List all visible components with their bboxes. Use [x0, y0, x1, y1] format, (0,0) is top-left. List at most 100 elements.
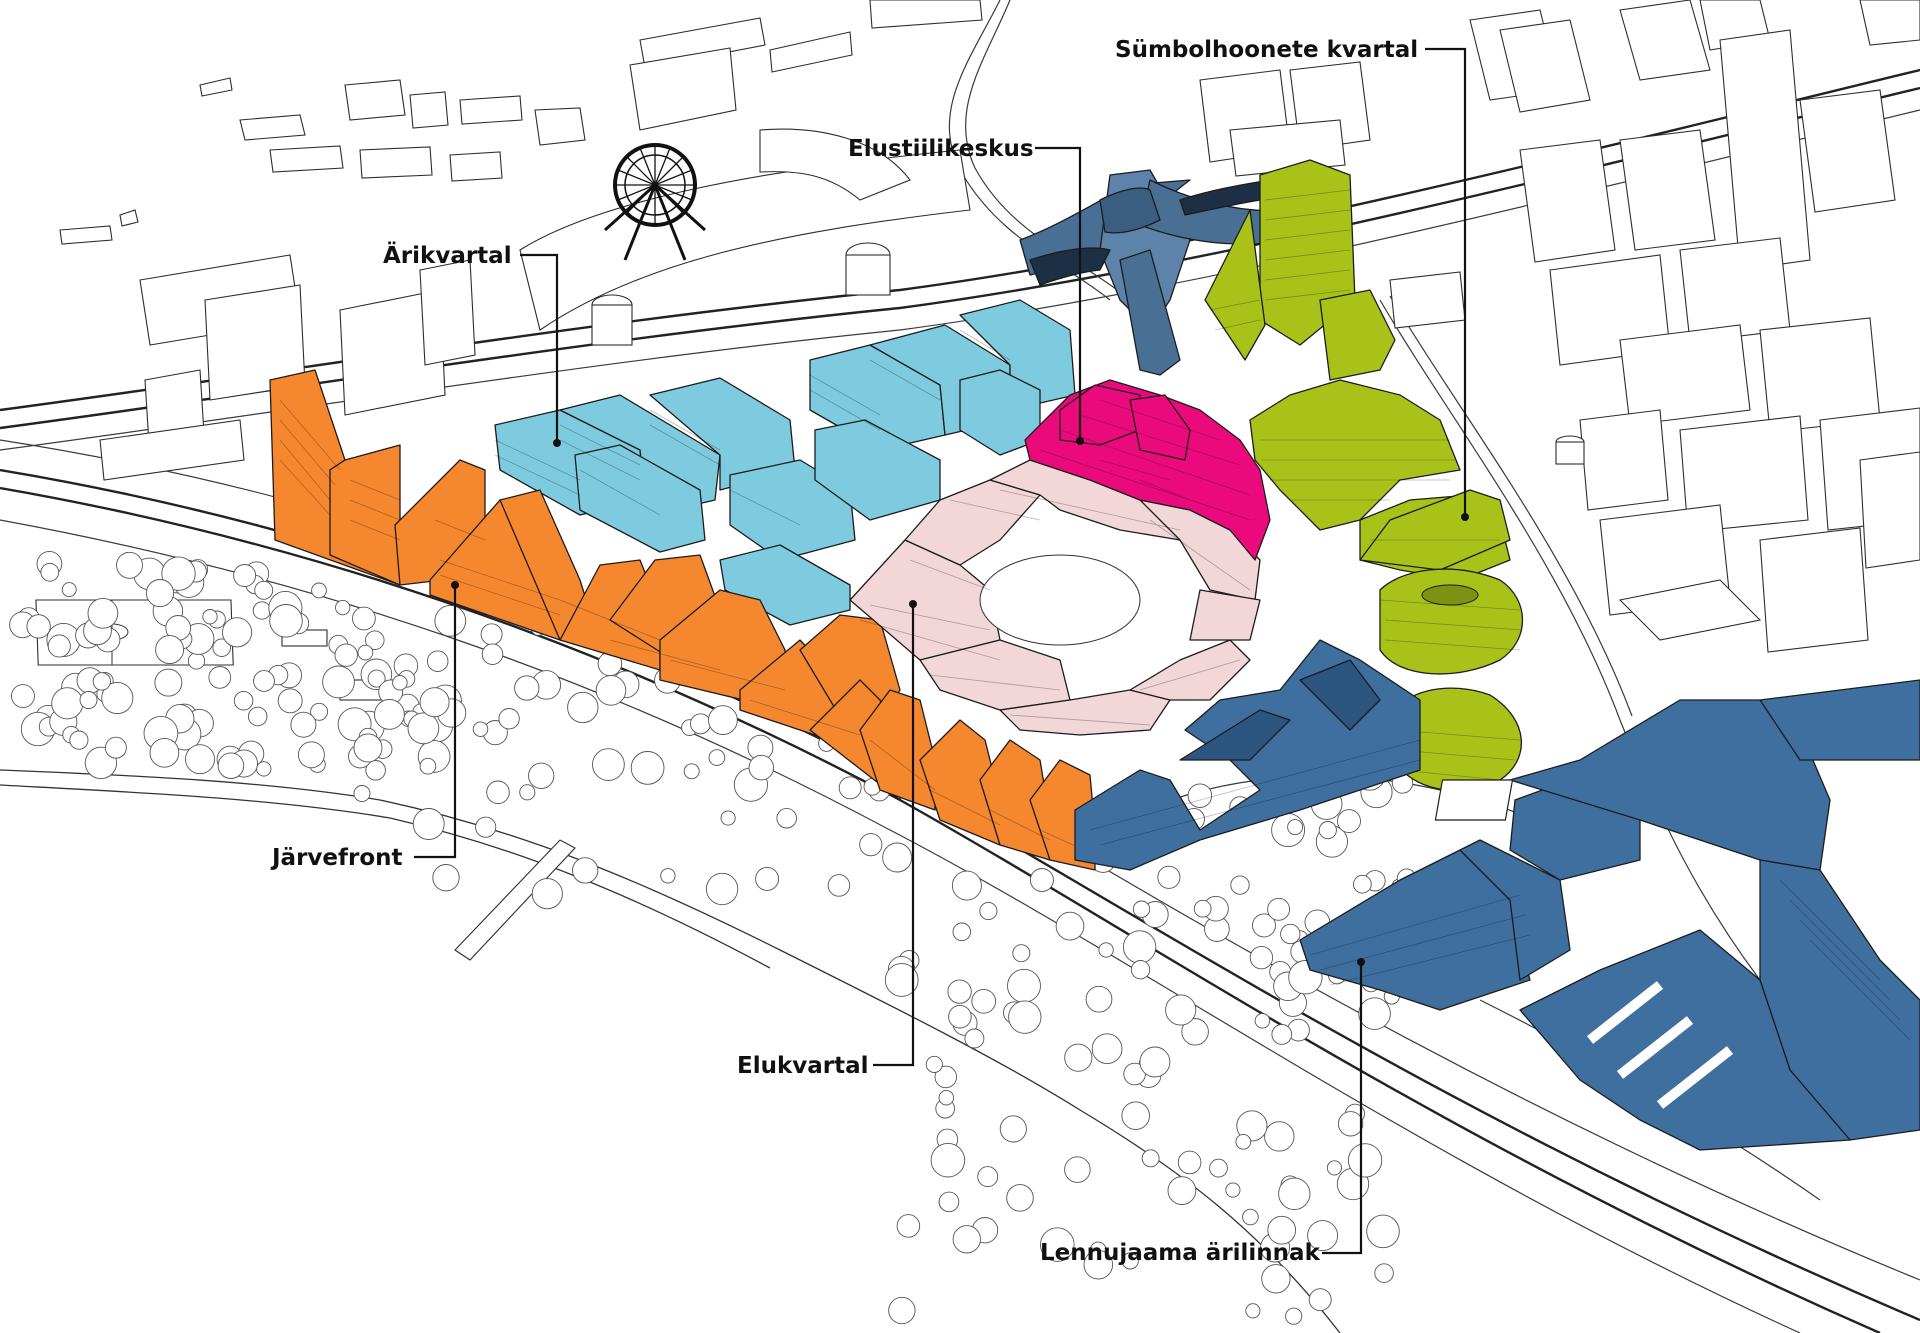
marker-arikvartal — [553, 439, 561, 447]
tree — [1167, 1176, 1197, 1205]
tree — [776, 807, 797, 829]
tree — [925, 1055, 943, 1073]
tree — [269, 604, 303, 638]
tree — [1245, 1303, 1261, 1319]
tree — [434, 604, 467, 637]
tree — [708, 749, 726, 766]
callout-lennujaama: Lennujaama ärilinnak — [1040, 958, 1365, 1266]
tree — [951, 870, 982, 901]
tree — [1091, 1033, 1123, 1065]
tree — [419, 687, 450, 718]
tree — [1285, 1307, 1303, 1325]
tree — [475, 816, 497, 838]
tree — [472, 721, 489, 737]
leader-jarvefront — [414, 585, 457, 859]
tree — [92, 672, 111, 691]
tree — [971, 988, 997, 1014]
label-elukvartal: Elukvartal — [737, 1053, 869, 1079]
tree — [365, 630, 385, 650]
marker-lennujaama — [1357, 958, 1365, 966]
tree — [290, 711, 317, 738]
tree — [161, 556, 196, 591]
tree — [1132, 900, 1151, 918]
context-buildings-east — [1199, 0, 1920, 653]
tree — [567, 691, 599, 724]
tree — [254, 580, 274, 600]
context-buildings — [59, 0, 983, 481]
label-elustiilikeskus: Elustiilikeskus — [848, 136, 1034, 162]
tree — [40, 562, 60, 582]
tree — [930, 1142, 966, 1178]
leader-arikvartal — [520, 253, 559, 443]
callout-elustiilikeskus: Elustiilikeskus — [848, 136, 1084, 445]
tree — [1249, 945, 1274, 970]
tree — [1318, 821, 1337, 840]
tree — [357, 644, 374, 661]
tree — [1139, 1046, 1171, 1078]
tree — [310, 702, 329, 721]
tree — [352, 606, 376, 631]
tree — [1177, 1150, 1202, 1175]
tree — [1187, 783, 1213, 808]
tree — [1055, 911, 1085, 941]
tree — [519, 784, 536, 801]
tree — [277, 688, 303, 714]
tree — [149, 737, 180, 768]
tree — [79, 691, 98, 709]
tree — [1225, 1182, 1241, 1198]
tree — [1181, 1018, 1209, 1046]
tree — [1130, 960, 1151, 980]
tree — [69, 730, 89, 750]
leader-elukvartal — [873, 604, 915, 1067]
tree — [155, 635, 185, 665]
tree — [1252, 913, 1276, 938]
tree — [353, 785, 371, 802]
callout-jarvefront: Järvefront — [270, 581, 459, 871]
tree — [1307, 1220, 1339, 1252]
tree — [498, 708, 520, 730]
tree — [374, 699, 405, 730]
tree — [514, 675, 540, 701]
tree — [1040, 1227, 1075, 1262]
label-arikvartal: Ärikvartal — [383, 241, 512, 269]
tree — [185, 744, 215, 775]
tree — [979, 901, 998, 921]
tree — [154, 668, 183, 697]
tree — [212, 638, 231, 657]
tree — [720, 810, 736, 826]
tree — [1064, 1043, 1093, 1072]
ferris-wheel-icon — [603, 143, 707, 261]
tree — [311, 582, 327, 599]
leader-elustiilikeskus — [1035, 146, 1082, 441]
district-elukvartal — [849, 459, 1261, 736]
tree — [1337, 1111, 1364, 1137]
tree — [1008, 1000, 1042, 1034]
tree — [1358, 997, 1391, 1030]
tree — [859, 833, 883, 857]
tree — [101, 681, 134, 715]
tree — [1353, 874, 1372, 894]
tree — [896, 1214, 921, 1238]
tree — [419, 757, 437, 775]
tree — [1235, 1133, 1252, 1150]
tree — [938, 1191, 960, 1213]
tree — [1278, 1177, 1311, 1210]
tree — [947, 979, 972, 1004]
tree — [1287, 819, 1304, 836]
tree — [1098, 942, 1114, 958]
tree — [1083, 1249, 1114, 1280]
tree — [1271, 1024, 1293, 1045]
tree — [61, 582, 77, 598]
tree — [755, 866, 780, 891]
tree — [486, 780, 510, 805]
tree — [202, 609, 218, 625]
tree — [1326, 1160, 1342, 1176]
district-sumbolhoonete — [1204, 159, 1523, 792]
label-sumbolhoonete: Sümbolhoonete kvartal — [1115, 37, 1418, 63]
tree — [297, 741, 325, 769]
tree — [1308, 1288, 1332, 1312]
tree — [934, 1065, 958, 1089]
tree — [528, 762, 555, 789]
tree — [708, 705, 738, 735]
